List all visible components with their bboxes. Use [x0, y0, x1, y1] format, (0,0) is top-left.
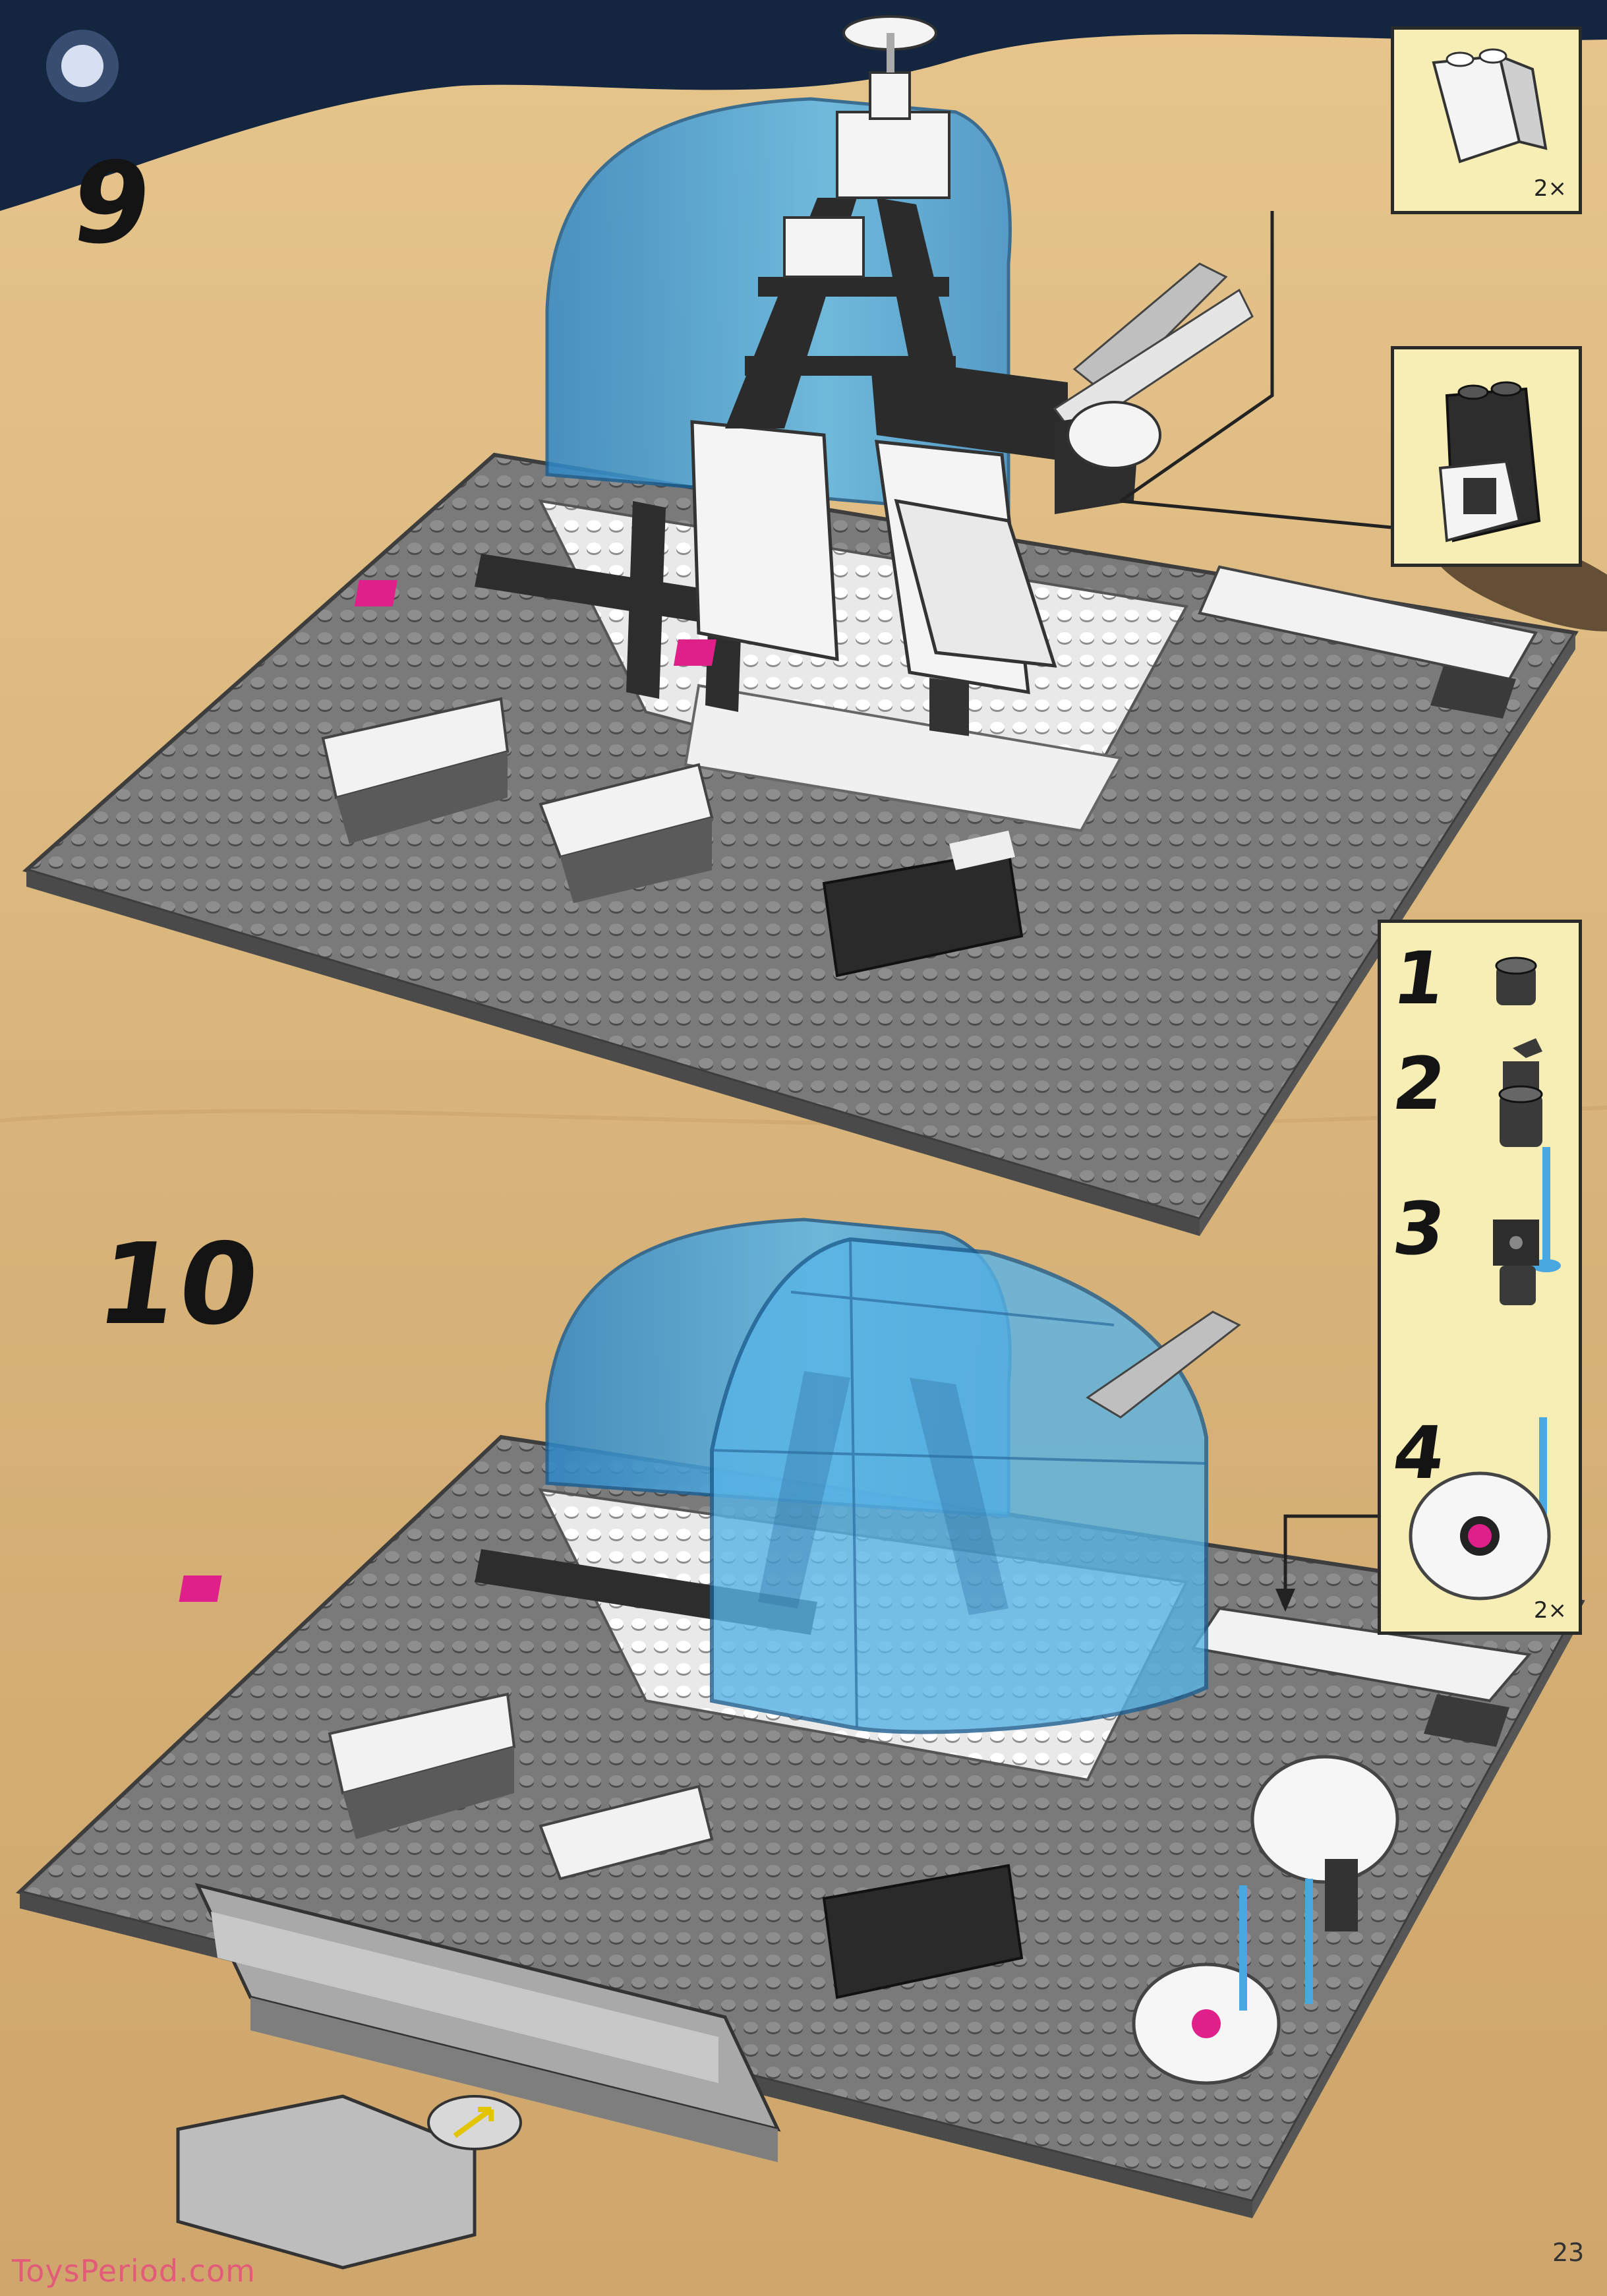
- white-slope-brick-icon: [1432, 48, 1548, 163]
- night-sky: [0, 0, 1607, 211]
- step10-dome: [710, 1237, 1208, 1734]
- callout-line-1: [1119, 211, 1274, 503]
- subassembly-1-number: 1: [1388, 936, 1451, 1020]
- callout-line-2: [1120, 499, 1391, 529]
- watermark: ToysPeriod.com: [12, 2253, 256, 2289]
- step9-parts-box-1: 2×: [1391, 26, 1582, 214]
- brick-with-clip-and-antenna-icon: [1493, 1147, 1561, 1305]
- subassembly-2-number: 2: [1388, 1042, 1451, 1126]
- computer-console-brick-icon: [1438, 381, 1541, 543]
- step10-part4-quantity: 2×: [1533, 1597, 1567, 1624]
- step10-parts-box: 1 2 3 4 2×: [1378, 920, 1582, 1635]
- step9-parts-box-2: [1391, 346, 1582, 567]
- step9-model: [22, 15, 1579, 1236]
- step10-model: [15, 1218, 1585, 2270]
- star-glow: [61, 45, 103, 87]
- radar-dish-assembly-icon: [1409, 1417, 1551, 1601]
- callout-arrow-line: [1283, 1514, 1378, 1595]
- step9-part1-quantity: 2×: [1533, 175, 1567, 202]
- page-number: 23: [1552, 2238, 1585, 2267]
- subassembly-3-number: 3: [1388, 1187, 1451, 1271]
- step-10-number: 10: [90, 1220, 270, 1350]
- callout-arrow-head: [1275, 1589, 1295, 1612]
- round-brick-icon: [1495, 957, 1537, 1005]
- round-brick-with-clip-icon: [1498, 1038, 1543, 1147]
